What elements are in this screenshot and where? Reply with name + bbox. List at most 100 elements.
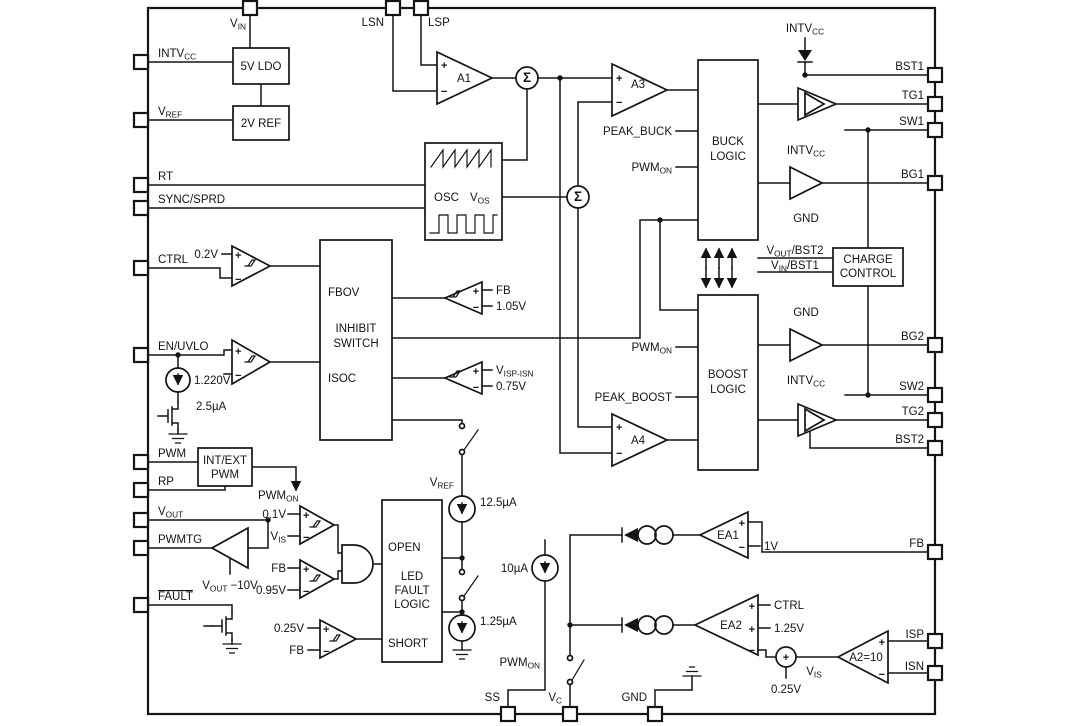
svg-text:+: + [441,60,447,72]
pin-bst1 [926,66,944,84]
block-label-osc: OSC [434,192,459,204]
label-peak-boost: PEAK_BOOST [595,392,672,404]
pin-label-vc: VC [548,692,562,706]
svg-text:+: + [473,366,479,378]
label-fb-fbov: FB [496,285,511,297]
svg-text:−: − [616,448,622,460]
block-label-intext-1: INT/EXT [203,455,247,467]
current-sources [165,367,559,642]
label-vin-bst1: VIN/BST1 [771,260,819,274]
ground-pin-icon [682,666,702,677]
block-int-ext-pwm [197,447,253,487]
summer-1-symbol [515,66,539,90]
ea-output-mirrors [621,525,674,635]
comparator-fbov-symbol [442,280,483,316]
pin-label-isn: ISN [905,661,924,673]
pin-rt [132,176,150,194]
pin-label-bg1: BG1 [901,169,924,181]
block-inhibit-switch [319,239,393,441]
comparator-isoc-symbol [442,360,483,396]
svg-text:+: + [879,637,885,649]
amp-a2-symbol [836,629,889,685]
block-label-ledfault-2: FAULT [395,585,430,597]
pin-intvcc [132,53,150,71]
label-0v25-comp: 0.25V [274,623,304,635]
svg-text:+: + [739,518,745,530]
buffer-pwmtg-symbol [210,526,249,570]
label-gnd-bg1: GND [793,213,819,225]
pin-label-fb: FB [909,538,924,550]
pin-label-sw1: SW1 [899,116,924,128]
label-isoc: ISOC [328,373,356,385]
svg-text:−: − [879,669,885,681]
block-buck-logic [697,59,759,241]
pin-label-rp: RP [158,476,174,488]
label-open: OPEN [388,542,421,554]
pin-pwm [132,453,150,471]
block-label-buck-1: BUCK [712,136,744,148]
svg-text:−: − [235,274,241,286]
switch-vc-blade [571,659,585,681]
label-visp-isn: VISP-ISN [496,365,534,379]
pin-rp [132,481,150,499]
pin-vin [241,0,259,17]
switch-short-blade [463,575,479,597]
mosfet-fault-symbol [211,611,233,641]
block-label-charge-2: CONTROL [840,268,897,280]
label-peak-buck: PEAK_BUCK [603,126,672,138]
block-label-ledfault-3: LOGIC [394,599,430,611]
pin-label-vref: VREF [158,106,182,120]
label-0v1: 0.1V [262,509,286,521]
pin-ctrl [132,259,150,277]
buck-boost-arrows [700,247,738,289]
label-12u5: 12.5µA [480,497,517,509]
wires-bottom-center [147,419,929,708]
block-2v-ref [232,105,290,141]
gate-driver-symbols [789,86,839,438]
diode-ea1-icon [624,528,638,542]
svg-text:−: − [739,542,745,554]
intvcc-diode-icon [797,50,813,63]
summing-junctions [515,66,797,668]
label-vref-node: VREF [430,477,454,491]
block-label-boost-2: LOGIC [710,384,746,396]
label-1v05: 1.05V [496,301,526,313]
block-charge-control [832,247,904,287]
block-label-inhibit-1: INHIBIT [336,323,377,335]
block-label-ledfault-1: LED [401,571,423,583]
pin-tg2 [926,411,944,429]
label-intvcc-top: INTVCC [786,23,824,37]
junction-dots [175,72,871,628]
label-0v95: 0.95V [256,585,286,597]
pin-label-en-uvlo: EN/UVLO [158,341,209,353]
block-5v-ldo [232,47,290,85]
pin-vc [561,705,579,723]
svg-text:+: + [235,346,241,358]
ground-fault-icon [222,643,242,654]
block-label-boost-1: BOOST [708,369,748,381]
svg-text:−: − [323,646,329,658]
block-label-intext-2: PWM [211,469,239,481]
label-10u: 10µA [501,563,528,575]
pin-sw2 [926,386,944,404]
amp-a4-symbol [611,412,669,468]
pin-label-sw2: SW2 [899,381,924,393]
amp-label-ea2: EA2 [720,620,742,632]
svg-text:−: − [235,370,241,382]
wires-top-left [147,14,699,454]
label-pwmon-boost: PWMON [631,342,672,356]
ground-chain-icon [452,649,472,660]
pin-label-vout: VOUT [158,506,183,520]
pin-vref [132,111,150,129]
pin-sync-sprd [132,199,150,217]
label-vout-bst2: VOUT/BST2 [766,245,823,259]
polarity-signs: +− +− +− +− ++− +− +− +− +− +− +− +− +− [235,60,885,681]
switch-symbols [458,422,585,686]
and-gate-symbol [341,544,374,584]
label-vout-minus-10: VOUT −10V [202,580,258,594]
pin-label-pwm: PWM [158,448,186,460]
pin-label-lsn: LSN [362,17,384,29]
pin-isn [926,664,944,682]
pin-label-intvcc: INTVCC [158,48,196,62]
